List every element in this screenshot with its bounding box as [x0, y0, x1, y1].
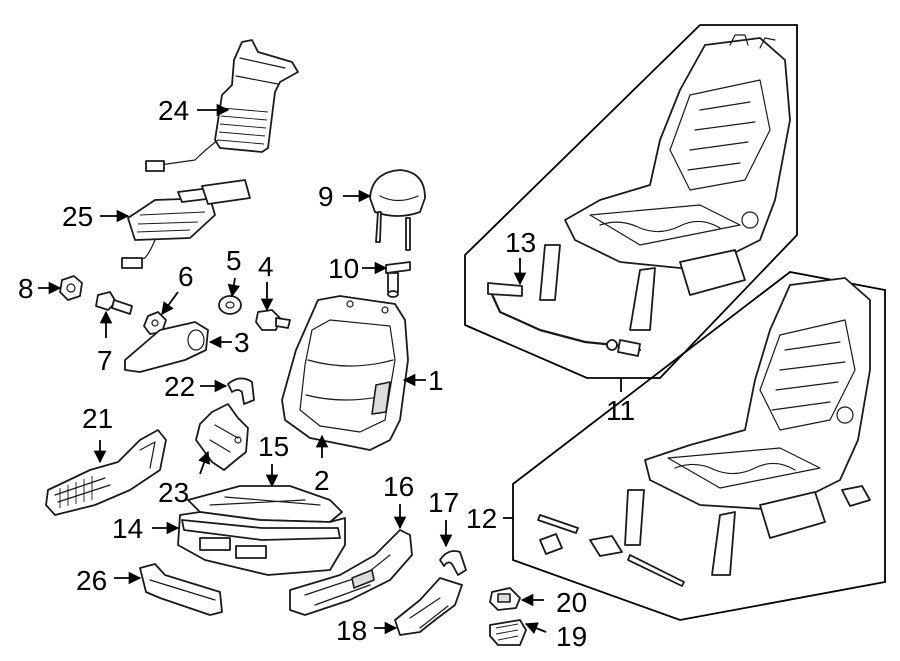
washer-5 — [218, 295, 242, 315]
callout-14: 14 — [112, 513, 143, 544]
callout-20: 20 — [556, 587, 587, 618]
headrest-9 — [369, 169, 426, 251]
callout-19: 19 — [556, 621, 587, 652]
trim-strip-26 — [139, 563, 223, 616]
callout-15: 15 — [258, 431, 289, 462]
trim-cover-3 — [124, 321, 209, 373]
callout-22: 22 — [164, 371, 195, 402]
box12-small-parts — [537, 514, 685, 587]
clip-17 — [439, 550, 467, 576]
callout-5: 5 — [226, 245, 242, 276]
side-shield-21 — [45, 429, 167, 516]
nut-8 — [59, 275, 83, 301]
assembly-box-12 — [512, 271, 886, 621]
callout-8: 8 — [18, 273, 34, 304]
assembly-box-11 — [464, 24, 798, 379]
callout-6: 6 — [178, 261, 194, 292]
callout-16: 16 — [383, 471, 414, 502]
cushion-pad-14 — [177, 511, 346, 576]
callout-labels: 24 25 9 10 8 7 6 5 4 3 1 2 22 23 21 15 1… — [18, 95, 635, 652]
callout-2: 2 — [314, 465, 330, 496]
wire-harness-13 — [487, 282, 642, 357]
clip-22 — [227, 377, 255, 405]
switch-20 — [489, 587, 521, 611]
callout-9: 9 — [318, 181, 334, 212]
heater-pad-25 — [121, 179, 251, 269]
callout-3: 3 — [234, 327, 250, 358]
bracket-23 — [195, 403, 249, 471]
seat-frame-lower — [624, 277, 871, 576]
callout-17: 17 — [428, 487, 459, 518]
bracket-18 — [394, 577, 463, 636]
callout-26: 26 — [76, 565, 107, 596]
callout-12: 12 — [466, 503, 497, 534]
seat-back-cover-1 — [281, 295, 409, 451]
callout-23: 23 — [158, 477, 189, 508]
leader-lines — [38, 103, 622, 635]
callout-25: 25 — [62, 201, 93, 232]
side-trim-16 — [289, 529, 413, 616]
callout-13: 13 — [505, 227, 536, 258]
callout-4: 4 — [258, 251, 274, 282]
headrest-guide-10 — [385, 261, 411, 298]
heater-pad-24 — [145, 39, 299, 172]
callout-21: 21 — [82, 403, 113, 434]
seat-frame-upper — [539, 34, 791, 331]
callout-24: 24 — [158, 95, 189, 126]
callout-18: 18 — [336, 615, 367, 646]
bolt-7 — [95, 291, 133, 315]
callout-10: 10 — [328, 253, 359, 284]
callout-11: 11 — [606, 395, 635, 426]
callout-7: 7 — [97, 345, 113, 376]
callout-1: 1 — [428, 365, 444, 396]
bolt-4 — [255, 309, 291, 331]
cover-19 — [489, 619, 527, 646]
